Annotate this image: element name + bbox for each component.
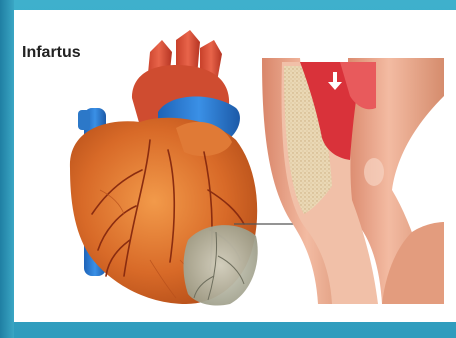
infarct-zone bbox=[184, 225, 258, 305]
artery-zoom bbox=[262, 58, 444, 304]
